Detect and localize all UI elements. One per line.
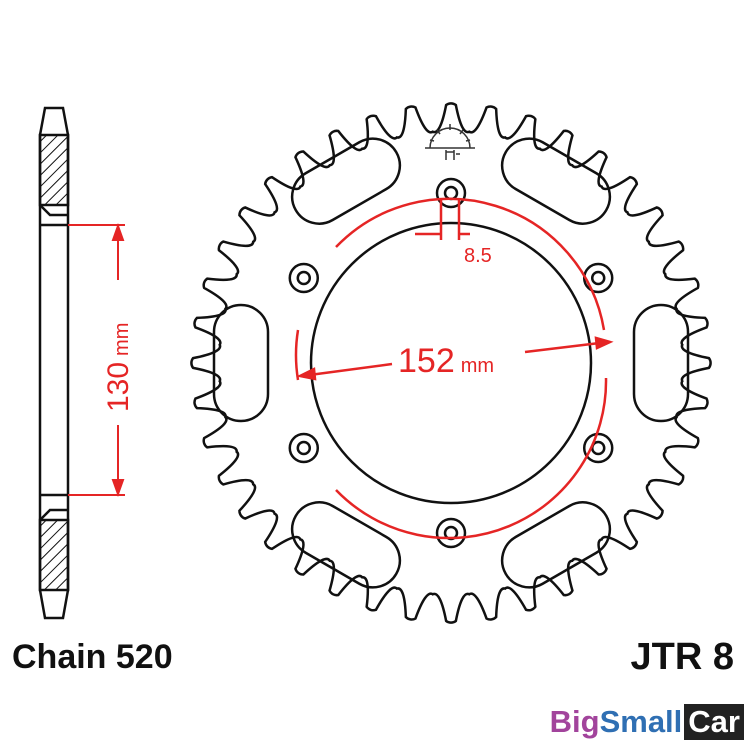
sprocket [190,102,712,624]
lightening-slot [290,501,402,589]
sprocket-teeth [190,102,712,624]
model-label: JTR 8 [630,636,734,678]
bolt-hole [296,440,312,456]
chain-label: Chain 520 [12,638,173,676]
bolt-hole-boss [582,262,614,294]
bolt-hole-boss [288,432,320,464]
center-bore-label: 130mm [102,323,135,412]
pcd-dimension [294,197,614,540]
bolt-hole [590,270,606,286]
jt-logo-icon [425,124,475,160]
brand-part: Small [599,704,683,739]
bolt-hole-boss [435,177,467,209]
bolt-hole-label: 8.5 [464,245,492,267]
center-bore-dimension [68,223,125,497]
brand-part: Car [684,704,744,740]
brand-part: Big [549,704,600,739]
lightening-slot [212,303,270,423]
bolt-hole-boss [582,432,614,464]
side-profile [38,106,70,620]
lightening-slot [500,501,612,589]
lightening-slot [500,137,612,225]
bolt-hole [296,270,312,286]
bolt-hole-boss [288,262,320,294]
bolt-hole [443,185,459,201]
lightening-slot [290,137,402,225]
lightening-slot [632,303,690,423]
bolt-hole-boss [435,517,467,549]
center-bore [309,221,593,505]
